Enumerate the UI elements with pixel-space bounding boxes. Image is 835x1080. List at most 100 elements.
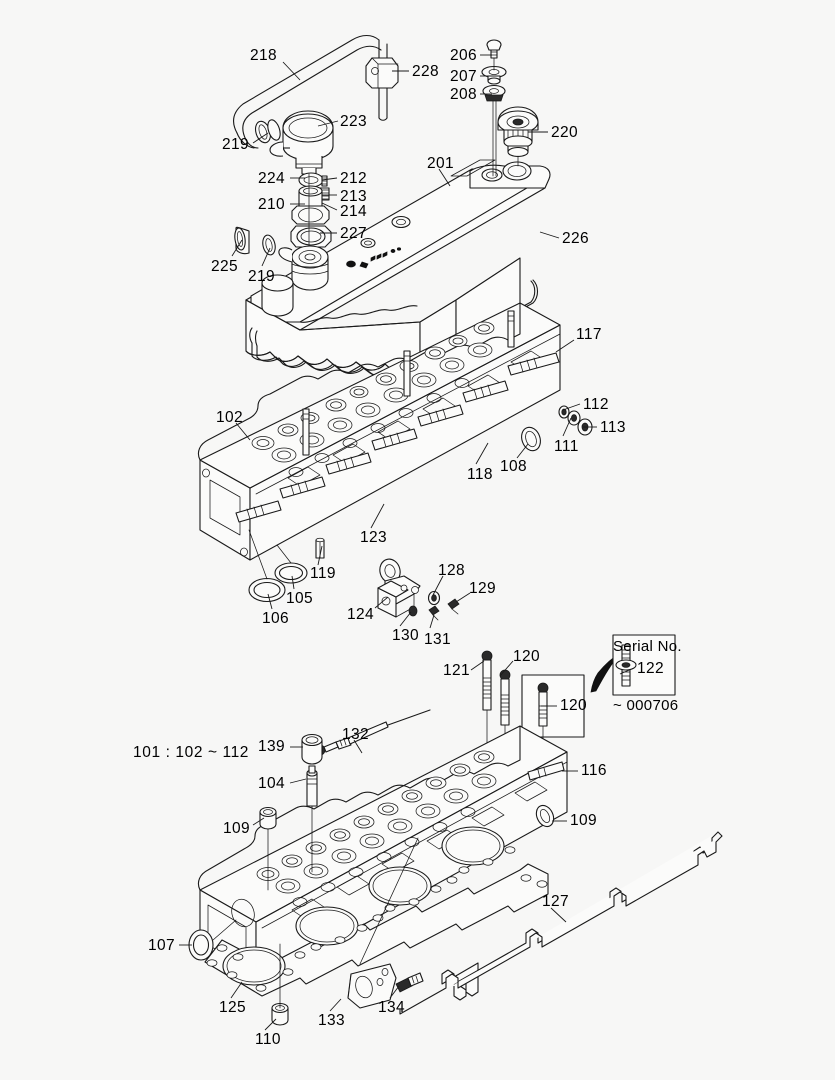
callout-111: 111 <box>554 438 579 455</box>
callout-129: 129 <box>469 580 497 597</box>
leader-c223 <box>317 120 339 127</box>
callout-116: 116 <box>581 762 607 779</box>
callout-220: 220 <box>551 124 579 141</box>
cover-oil-filler-boss <box>278 245 329 291</box>
part-108-ring <box>521 426 541 452</box>
leader-c226 <box>539 231 560 239</box>
leader-c108 <box>516 443 529 459</box>
part-131-bolt <box>428 605 440 621</box>
part-212-spring-pin <box>321 175 328 187</box>
leader-c120a <box>499 660 514 677</box>
part-120-head-bolt-a <box>499 669 511 757</box>
serial-note-line-2: ~ 000706 <box>613 696 679 714</box>
callout-122: 122 <box>637 660 665 677</box>
callout-227: 227 <box>340 225 368 242</box>
part-106-seal-ring <box>248 577 286 603</box>
part-109-cup-plug-left <box>259 806 277 891</box>
part-119-sleeve <box>315 537 325 559</box>
leader-c127 <box>550 907 567 923</box>
part-139-cap <box>301 733 323 765</box>
callout-134: 134 <box>378 999 406 1016</box>
cylinder-head-valve-detail <box>251 321 495 477</box>
leader-c132 <box>353 739 363 754</box>
part-133-cover-plate <box>347 837 419 1009</box>
part-128-washer <box>427 590 441 606</box>
callout-119: 119 <box>310 565 336 582</box>
part-111-washer <box>567 410 581 426</box>
part-219-grommet-upper <box>254 119 281 144</box>
part-219-grommet-lower <box>262 234 276 256</box>
callout-133: 133 <box>318 1012 346 1029</box>
callout-208: 208 <box>450 86 478 103</box>
part-134-bolt <box>395 972 424 993</box>
callout-226: 226 <box>562 230 590 247</box>
part-102-cylinder-head-middle <box>197 302 561 561</box>
part-225-plug <box>234 226 250 255</box>
callout-210: 210 <box>258 196 286 213</box>
part-110-plug <box>271 943 289 1026</box>
callout-121: 121 <box>443 662 471 679</box>
part-208-seal <box>482 84 506 102</box>
part-116-stud <box>527 761 565 781</box>
part-223-oil-separator <box>269 110 334 175</box>
callout-109-right: 109 <box>570 812 598 829</box>
callout-128: 128 <box>438 562 466 579</box>
callout-219-lower: 219 <box>248 268 276 285</box>
part-127-gasket-rail <box>399 831 723 1015</box>
part-207-washer <box>481 65 507 85</box>
part-112-washer <box>558 405 570 419</box>
callout-105: 105 <box>286 590 314 607</box>
leader-c109a <box>252 817 265 826</box>
bottom-head-valve-detail <box>256 750 497 907</box>
part-220-filler-cap <box>497 106 539 167</box>
leader-c219b <box>261 247 271 267</box>
assembly-legend: 101 : 102 ~ 112 <box>133 744 250 761</box>
leader-c130 <box>399 611 412 627</box>
callout-113: 113 <box>600 419 626 436</box>
part-105-seal-ring <box>274 562 308 584</box>
callout-124: 124 <box>347 606 375 623</box>
callout-213: 213 <box>340 188 368 205</box>
callout-212: 212 <box>340 170 368 187</box>
callout-108: 108 <box>500 458 528 475</box>
part-210-pcv-valve <box>291 185 330 225</box>
serial-number-note: Serial No. ~ 000706 <box>613 598 682 754</box>
callout-109-left: 109 <box>223 820 251 837</box>
inset-box-122-serial <box>612 634 676 696</box>
callout-201: 201 <box>427 155 455 172</box>
callout-120-a: 120 <box>513 648 541 665</box>
leader-c111 <box>562 417 572 437</box>
leader-c106 <box>267 593 273 610</box>
callout-104: 104 <box>258 775 286 792</box>
callout-130: 130 <box>392 627 420 644</box>
callout-225: 225 <box>211 258 239 275</box>
head-top-vertical-studs <box>302 310 515 456</box>
leader-c125 <box>230 981 243 999</box>
leader-c219a <box>252 132 269 144</box>
callout-125: 125 <box>219 999 247 1016</box>
callout-127: 127 <box>542 893 570 910</box>
callout-219-upper: 219 <box>222 136 250 153</box>
part-124-bracket <box>377 558 421 618</box>
leader-c131 <box>429 614 435 629</box>
callout-214: 214 <box>340 203 368 220</box>
leader-c124 <box>374 596 389 609</box>
callout-leader-lines <box>179 54 635 1031</box>
leader-c128 <box>432 575 444 596</box>
callout-112: 112 <box>583 396 609 413</box>
leader-c134 <box>389 985 400 999</box>
leader-c118 <box>475 442 489 465</box>
leader-c212 <box>321 177 338 181</box>
part-224-o-ring <box>298 172 324 188</box>
studs-row-117-118-123 <box>235 352 560 523</box>
leader-c201 <box>438 168 451 187</box>
part-125-head-gasket <box>204 826 549 997</box>
callout-118: 118 <box>467 466 493 483</box>
part-201-valve-cover <box>245 159 551 373</box>
callout-120-b: 120 <box>560 697 588 714</box>
callout-132: 132 <box>342 726 370 743</box>
leader-c117 <box>555 339 575 353</box>
leader-c105 <box>291 575 295 590</box>
leader-c218 <box>282 61 301 81</box>
